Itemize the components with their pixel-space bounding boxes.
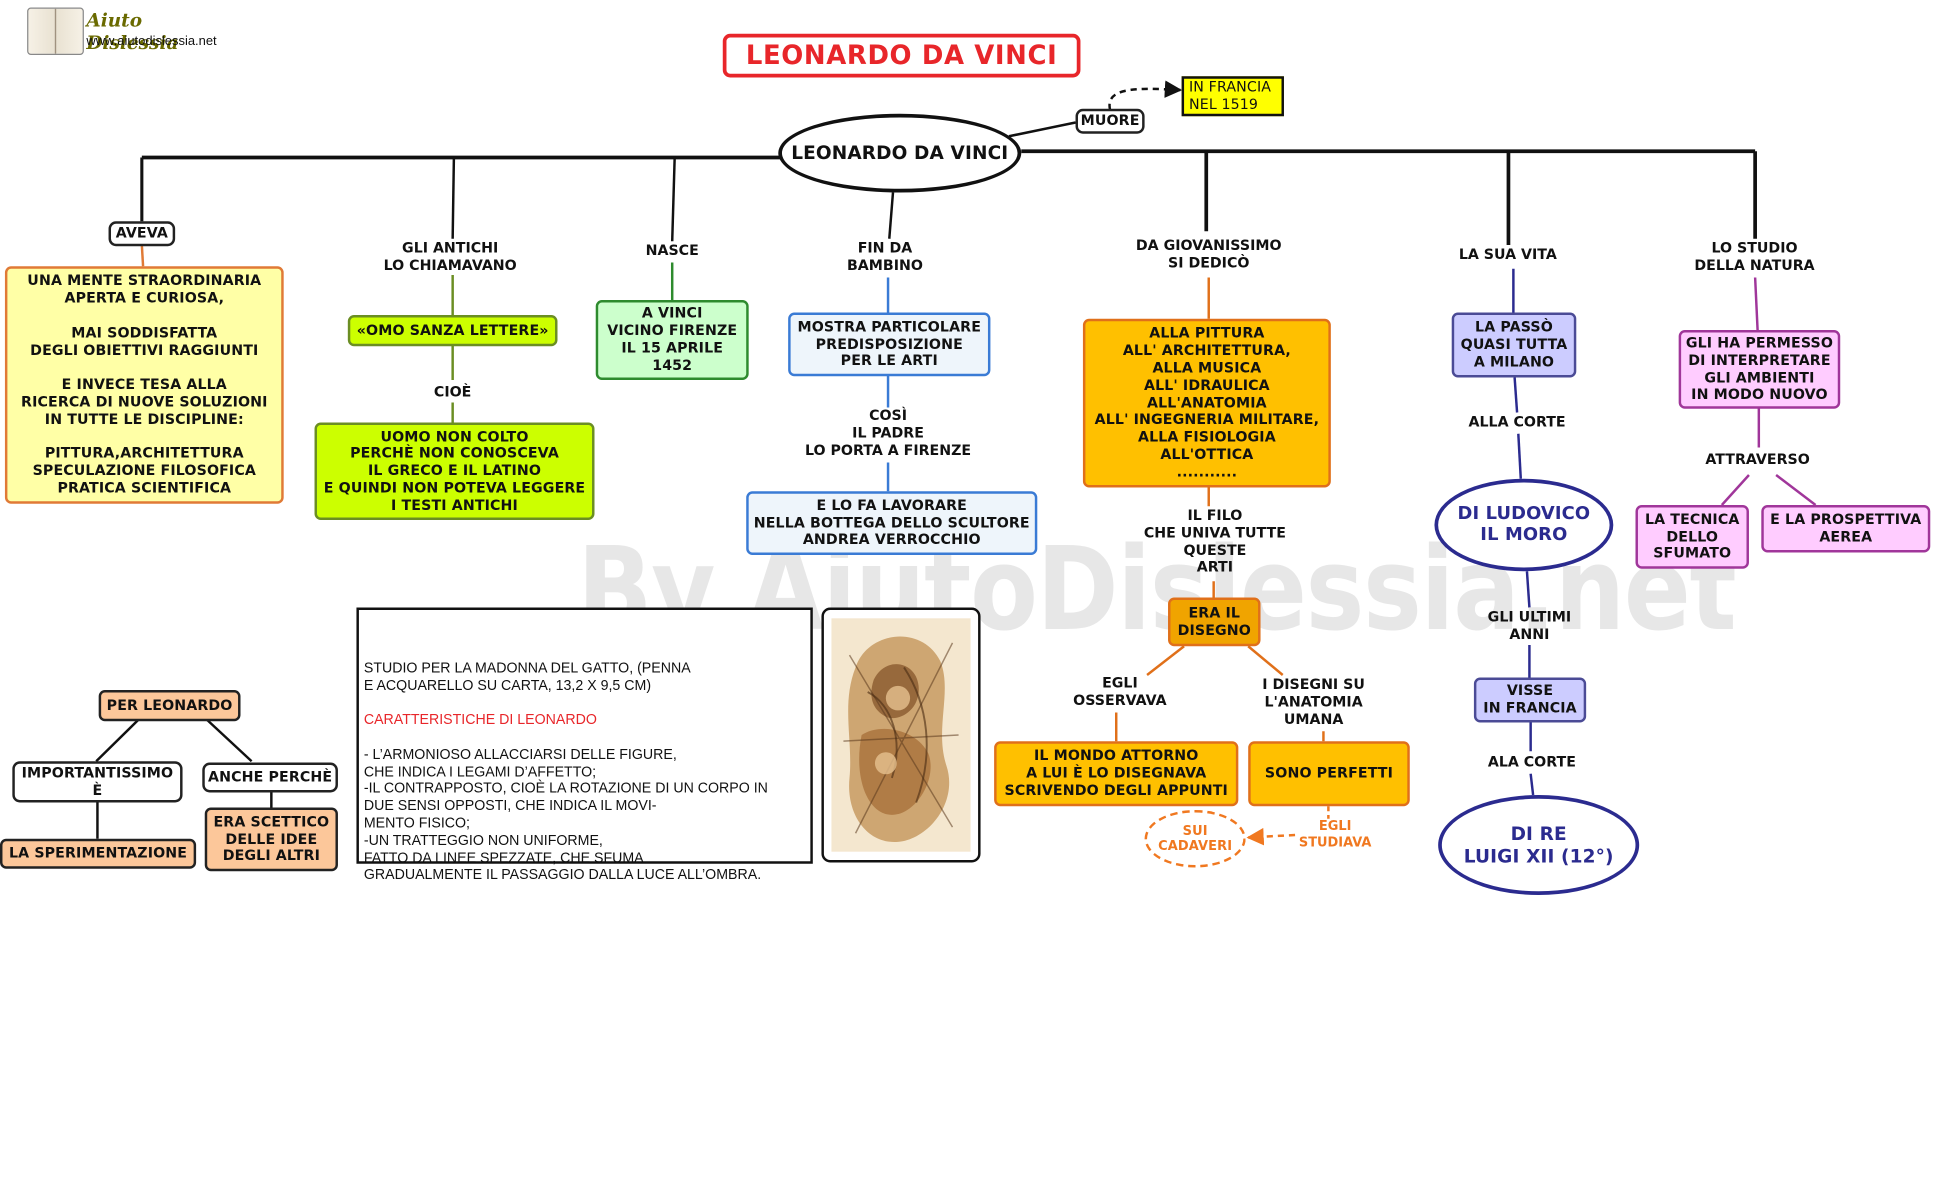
ala-corte-link: ALA CORTE [1487, 752, 1576, 770]
mondo-box[interactable]: IL MONDO ATTORNO A LUI È LO DISEGNAVA SC… [994, 741, 1239, 807]
book-icon [27, 7, 84, 55]
bambino-link: FIN DA BAMBINO [846, 238, 923, 274]
aveva-box[interactable]: UNA MENTE STRAORDINARIA APERTA E CURIOSA… [4, 266, 284, 504]
scettico-box[interactable]: ERA SCETTICO DELLE IDEE DEGLI ALTRI [204, 807, 338, 872]
sketch-image [821, 607, 981, 863]
aveva-link: AVEVA [108, 221, 176, 247]
prospettiva-box[interactable]: E LA PROSPETTIVA AEREA [1761, 505, 1931, 553]
ambienti-box[interactable]: GLI HA PERMESSO DI INTERPRETARE GLI AMBI… [1678, 330, 1841, 409]
page-title: LEONARDO DA VINCI [722, 33, 1081, 78]
uomo-non-colto-box[interactable]: UOMO NON COLTO PERCHÈ NON CONOSCEVA IL G… [314, 422, 595, 520]
cioe-link: CIOÈ [433, 382, 472, 400]
osservava-link: EGLI OSSERVAVA [1073, 673, 1167, 709]
giovanissimo-link: DA GIOVANISSIMO SI DEDICÒ [1135, 236, 1282, 271]
studiava-link: EGLI STUDIAVA [1298, 818, 1372, 850]
logo-name: Aiuto Dislessia [86, 8, 179, 54]
nasce-box[interactable]: A VINCI VICINO FIRENZE IL 15 APRILE 1452 [595, 300, 749, 380]
padre-firenze-link: COSÌ IL PADRE LO PORTA A FIRENZE [804, 406, 972, 459]
sfumato-box[interactable]: LA TECNICA DELLO SFUMATO [1635, 505, 1749, 569]
ultimi-anni-link: GLI ULTIMI ANNI [1487, 607, 1572, 643]
ludovico-node[interactable]: DI LUDOVICO IL MORO [1434, 478, 1614, 572]
milano-box[interactable]: LA PASSÒ QUASI TUTTA A MILANO [1451, 312, 1577, 378]
antichi-link: GLI ANTICHI LO CHIAMAVANO [383, 238, 517, 274]
muore-link: MUORE [1075, 108, 1145, 134]
cadaveri-node[interactable]: SUI CADAVERI [1144, 810, 1246, 868]
francia-box[interactable]: VISSE IN FRANCIA [1473, 677, 1587, 723]
discipline-box[interactable]: ALLA PITTURA ALL' ARCHITETTURA, ALLA MUS… [1082, 318, 1331, 488]
nasce-link: NASCE [645, 241, 699, 259]
logo-url: www.aiutodislessia.net [86, 33, 217, 49]
importantissimo-link: IMPORTANTISSIMO È [12, 761, 183, 803]
filo-link: IL FILO CHE UNIVA TUTTE QUESTE ARTI [1143, 506, 1286, 576]
perfetti-box[interactable]: SONO PERFETTI [1248, 741, 1410, 807]
attraverso-link: ATTRAVERSO [1705, 450, 1810, 468]
sperimentazione-box[interactable]: LA SPERIMENTAZIONE [0, 838, 197, 869]
caption-heading: CARATTERISTICHE DI LEONARDO [363, 712, 597, 728]
caption-box: STUDIO PER LA MADONNA DEL GATTO, (PENNA … [356, 607, 813, 883]
central-node[interactable]: LEONARDO DA VINCI [778, 113, 1022, 193]
predisposizione-box[interactable]: MOSTRA PARTICOLARE PREDISPOSIZIONE PER L… [788, 312, 991, 377]
verrocchio-box[interactable]: E LO FA LAVORARE NELLA BOTTEGA DELLO SCU… [746, 491, 1038, 555]
luigi-node[interactable]: DI RE LUIGI XII (12°) [1438, 795, 1640, 895]
madonna-sketch-icon [831, 618, 971, 852]
death-box[interactable]: IN FRANCIA NEL 1519 [1181, 76, 1284, 117]
corte-link: ALLA CORTE [1468, 412, 1566, 430]
vita-link: LA SUA VITA [1458, 245, 1557, 263]
anche-perche-link: ANCHE PERCHÈ [202, 762, 338, 793]
per-leonardo-node[interactable]: PER LEONARDO [98, 690, 241, 722]
caption-body: - L’ARMONIOSO ALLACCIARSI DELLE FIGURE, … [363, 747, 768, 883]
caption-text: STUDIO PER LA MADONNA DEL GATTO, (PENNA … [363, 660, 691, 694]
natura-link: LO STUDIO DELLA NATURA [1694, 238, 1815, 274]
anatomia-link: I DISEGNI SU L'ANATOMIA UMANA [1262, 675, 1365, 727]
omo-sanza-lettere-box[interactable]: «OMO SANZA LETTERE» [347, 315, 558, 347]
disegno-box[interactable]: ERA IL DISEGNO [1168, 597, 1261, 647]
logo[interactable]: Aiuto Dislessia www.aiutodislessia.net [27, 7, 237, 55]
